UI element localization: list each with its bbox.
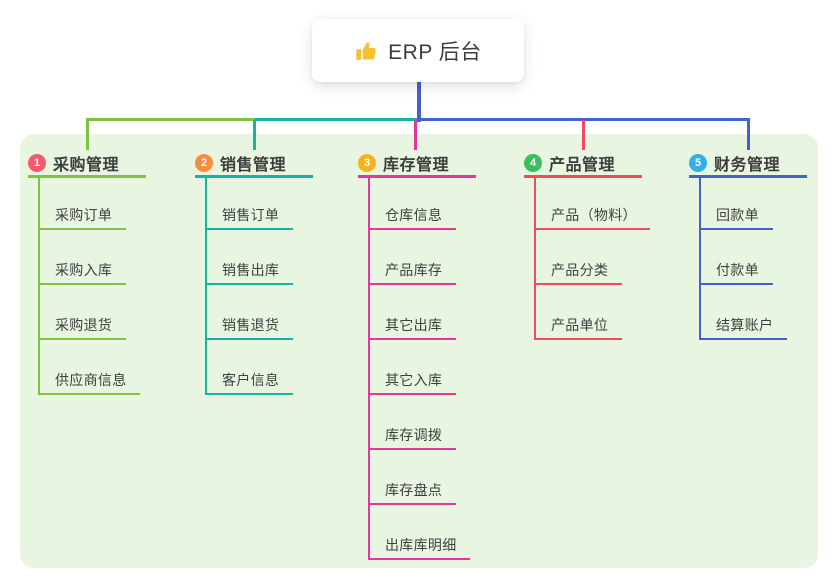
branch-3-label: 库存管理 [383,157,450,174]
branch-3-child-underline [368,393,456,395]
branch-1-child-underline [38,338,126,340]
branch-2-children-spine [205,178,207,395]
branch-1-child-node[interactable]: 采购退货 [55,317,113,333]
branch-5-label: 财务管理 [714,157,781,174]
branch-2-child-underline [205,228,293,230]
branch-1-child-node[interactable]: 采购入库 [55,262,113,278]
branch-3-children-spine [368,178,370,560]
branch-5-child-node[interactable]: 回款单 [716,207,759,223]
branch-5-number-badge: 5 [689,154,707,172]
branch-4-child-underline [534,283,622,285]
branch-3-child-underline [368,228,456,230]
branch-1-node[interactable]: 1 采购管理 [28,150,146,176]
branch-4-child-node[interactable]: 产品（物料） [551,207,637,223]
branch-4-child-node[interactable]: 产品分类 [551,262,609,278]
branch-1-children-spine [38,178,40,395]
branch-1-number-badge: 1 [28,154,46,172]
branches-panel [20,134,818,568]
trunk-segment-left [86,118,255,121]
branch-2-child-node[interactable]: 销售退货 [222,317,280,333]
branch-2-child-node[interactable]: 客户信息 [222,372,280,388]
branch-2-number-badge: 2 [195,154,213,172]
branch-1-drop [86,120,89,150]
branch-2-child-node[interactable]: 销售订单 [222,207,280,223]
branch-3-child-node[interactable]: 产品库存 [385,262,443,278]
branch-3-number-badge: 3 [358,154,376,172]
branch-3-child-node[interactable]: 仓库信息 [385,207,443,223]
branch-4-label: 产品管理 [549,157,616,174]
branch-3-child-underline [368,283,456,285]
branch-1-child-underline [38,283,126,285]
branch-5-child-underline [699,228,773,230]
branch-1-child-node[interactable]: 采购订单 [55,207,113,223]
branch-1-child-node[interactable]: 供应商信息 [55,372,127,388]
branch-5-node[interactable]: 5 财务管理 [689,150,807,176]
trunk-segment-right [419,118,750,121]
branch-4-child-node[interactable]: 产品单位 [551,317,609,333]
branch-5-children-spine [699,178,701,340]
branch-4-child-underline [534,228,650,230]
branch-3-child-node[interactable]: 其它入库 [385,372,443,388]
branch-5-child-underline [699,283,773,285]
branch-4-drop [582,120,585,150]
branch-2-child-underline [205,393,293,395]
branch-5-underline [689,175,807,178]
root-node[interactable]: ERP 后台 [312,19,524,82]
branch-3-child-underline [368,503,456,505]
branch-3-child-underline [368,558,470,560]
branch-3-drop [414,120,417,150]
branch-2-label: 销售管理 [220,157,287,174]
branch-2-drop [253,120,256,150]
branch-2-child-underline [205,283,293,285]
branch-5-child-underline [699,338,787,340]
branch-4-children-spine [534,178,536,340]
branch-2-node[interactable]: 2 销售管理 [195,150,313,176]
branch-3-child-node[interactable]: 出库库明细 [385,537,457,553]
branch-3-child-node[interactable]: 其它出库 [385,317,443,333]
branch-4-number-badge: 4 [524,154,542,172]
branch-3-node[interactable]: 3 库存管理 [358,150,476,176]
branch-4-node[interactable]: 4 产品管理 [524,150,642,176]
branch-2-underline [195,175,313,178]
branch-4-child-underline [534,338,622,340]
branch-3-child-node[interactable]: 库存调拨 [385,427,443,443]
root-connector [417,82,421,122]
branch-4-underline [524,175,642,178]
branch-1-child-underline [38,228,126,230]
thumbs-up-icon [356,42,376,60]
trunk-segment-middle [255,118,418,121]
branch-3-child-underline [368,338,456,340]
branch-3-underline [358,175,476,178]
branch-5-drop [747,120,750,150]
branch-5-child-node[interactable]: 结算账户 [716,317,774,333]
branch-2-child-underline [205,338,293,340]
branch-1-label: 采购管理 [53,157,120,174]
branch-3-child-underline [368,448,456,450]
root-node-label: ERP 后台 [388,40,482,64]
branch-2-child-node[interactable]: 销售出库 [222,262,280,278]
branch-5-child-node[interactable]: 付款单 [716,262,759,278]
branch-1-underline [28,175,146,178]
branch-1-child-underline [38,393,140,395]
branch-3-child-node[interactable]: 库存盘点 [385,482,443,498]
